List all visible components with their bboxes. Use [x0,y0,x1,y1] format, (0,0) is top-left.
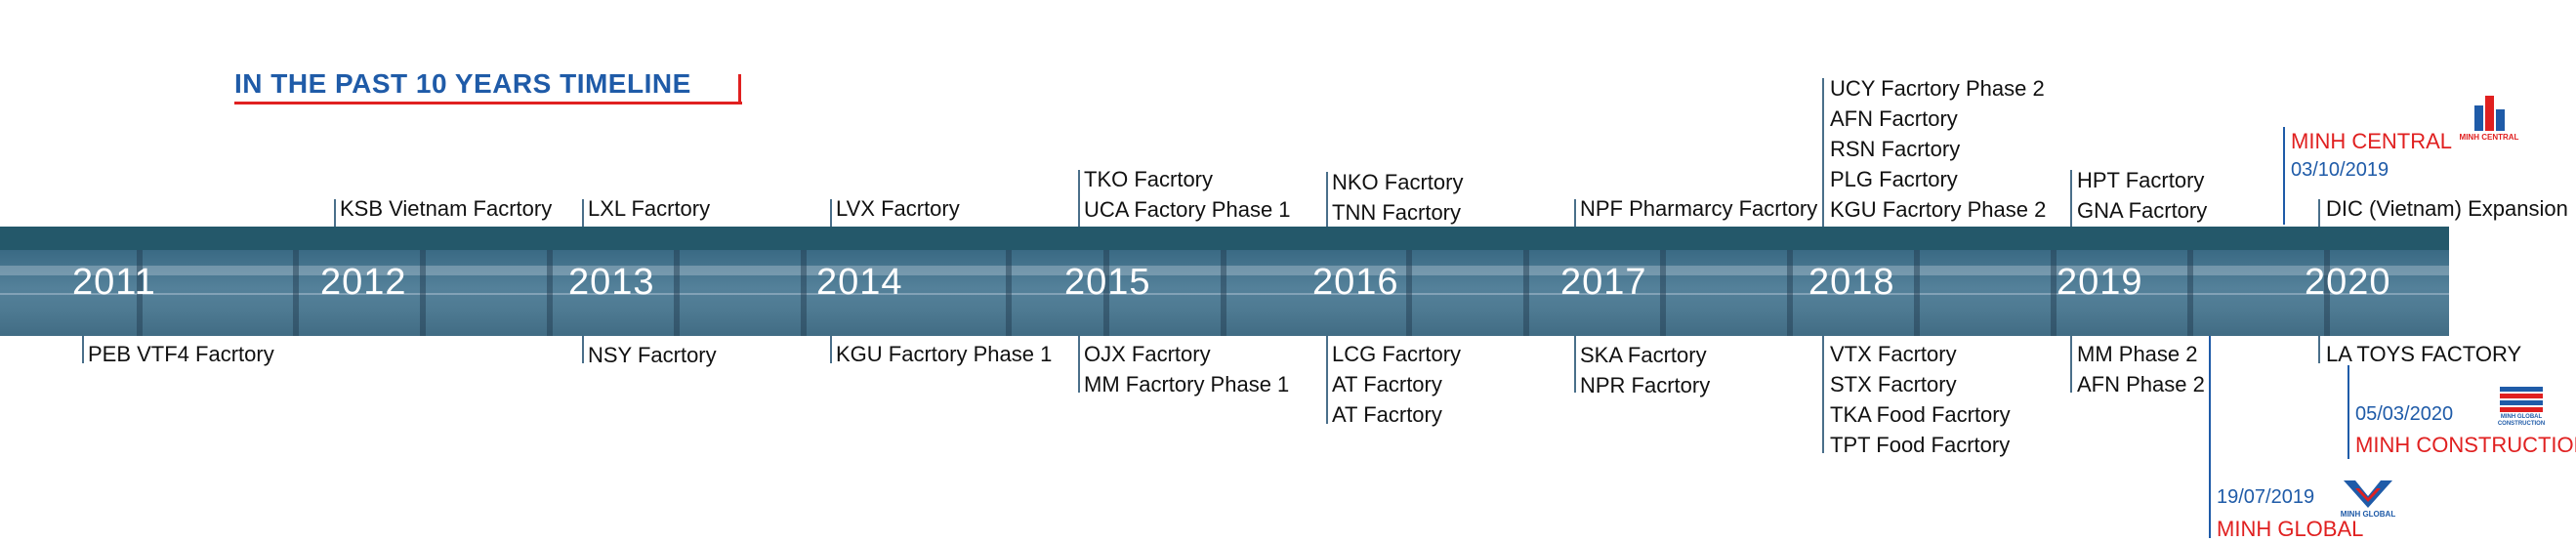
tick-above-2013 [582,199,584,227]
list-item: NSY Facrtory [588,343,717,367]
milestone-central-date: 03/10/2019 [2291,159,2389,181]
milestone-construction-date: 05/03/2020 [2355,403,2454,425]
list-item: LCG Facrtory [1332,342,1462,366]
list-item: KGU Facrtory Phase 2 [1830,197,2047,222]
items-below-2013: NSY Facrtory [588,340,717,370]
list-item: TPT Food Facrtory [1830,433,2011,457]
milestone-global-name: MINH GLOBAL [2217,517,2364,541]
list-item: NPR Facrtory [1580,373,1711,397]
list-item: STX Facrtory [1830,372,1957,396]
list-item: TNN Facrtory [1332,200,1461,225]
tick-below-2019 [2070,336,2072,393]
year-2015: 2015 [1064,262,1151,303]
items-below-2018: VTX Facrtory STX Facrtory TKA Food Facrt… [1830,339,2011,460]
list-item: SKA Facrtory [1580,343,1707,367]
timeline-title: IN THE PAST 10 YEARS TIMELINE [234,68,691,99]
list-item: GNA Facrtory [2077,198,2208,223]
year-2012: 2012 [320,262,407,303]
list-item: VTX Facrtory [1830,342,1957,366]
list-item: LXL Facrtory [588,196,711,221]
title-underline [234,102,742,104]
tick-above-2020 [2318,199,2320,227]
tick-above-2015 [1078,170,1080,227]
items-above-2014: LVX Facrtory [836,193,960,224]
list-item: AT Facrtory [1332,402,1442,427]
list-item: AFN Phase 2 [2077,372,2205,396]
tick-below-2014 [830,336,832,363]
year-2014: 2014 [816,262,903,303]
minh-construction-logo: MINH GLOBAL CONSTRUCTION [2492,379,2551,428]
tick-above-2016 [1326,172,1328,227]
timeline-band-top [0,227,2449,250]
milestone-construction-line [2347,365,2349,459]
list-item: DIC (Vietnam) Expansion [2326,196,2568,221]
list-item: AT Facrtory [1332,372,1442,396]
items-above-2012: KSB Vietnam Facrtory [340,193,552,224]
year-2019: 2019 [2057,262,2143,303]
items-above-2018: UCY Facrtory Phase 2 AFN Facrtory RSN Fa… [1830,73,2046,225]
tick-above-2012 [334,199,336,227]
items-below-2019: MM Phase 2 AFN Phase 2 [2077,339,2205,399]
items-above-2020: DIC (Vietnam) Expansion [2326,193,2568,224]
items-below-2017: SKA Facrtory NPR Facrtory [1580,340,1710,400]
list-item: RSN Facrtory [1830,137,1961,161]
list-item: TKO Facrtory [1084,167,1214,191]
year-2013: 2013 [568,262,655,303]
list-item: HPT Facrtory [2077,168,2205,192]
minh-global-logo: MINH GLOBAL [2334,475,2402,523]
items-below-2016: LCG Facrtory AT Facrtory AT Facrtory [1332,339,1461,430]
list-item: TKA Food Facrtory [1830,402,2011,427]
tick-above-2017 [1574,199,1576,227]
milestone-global-line [2209,336,2211,538]
tick-below-2011 [82,336,84,363]
minh-construction-logo-text: MINH GLOBAL CONSTRUCTION [2497,414,2546,427]
year-2016: 2016 [1312,262,1399,303]
items-below-2020: LA TOYS FACTORY [2326,339,2521,369]
list-item: NPF Pharmarcy Facrtory [1580,196,1818,221]
list-item: LA TOYS FACTORY [2326,342,2522,366]
minh-central-logo: MINH CENTRAL [2455,92,2523,146]
items-above-2013: LXL Facrtory [588,193,710,224]
year-2017: 2017 [1560,262,1647,303]
tick-below-2016 [1326,336,1328,424]
list-item: OJX Facrtory [1084,342,1211,366]
title-bar [738,74,741,104]
tick-above-2014 [830,199,832,227]
milestone-central-name: MINH CENTRAL [2291,129,2453,153]
items-above-2016: NKO Facrtory TNN Facrtory [1332,167,1463,228]
minh-central-logo-text: MINH CENTRAL [2459,133,2519,142]
items-below-2015: OJX Facrtory MM Facrtory Phase 1 [1084,339,1289,399]
items-below-2011: PEB VTF4 Facrtory [88,339,274,369]
milestone-central-line [2283,127,2285,225]
list-item: NKO Facrtory [1332,170,1464,194]
tick-above-2018 [1822,78,1824,227]
items-above-2015: TKO Facrtory UCA Factory Phase 1 [1084,164,1291,225]
list-item: AFN Facrtory [1830,106,1958,131]
tick-below-2017 [1574,336,1576,393]
tick-below-2015 [1078,336,1080,393]
milestone-construction-name: MINH CONSTRUCTION [2355,433,2576,457]
list-item: UCA Factory Phase 1 [1084,197,1291,222]
list-item: KSB Vietnam Facrtory [340,196,553,221]
minh-global-logo-text: MINH GLOBAL [2340,510,2396,519]
year-2020: 2020 [2305,262,2391,303]
tick-below-2020 [2318,336,2320,363]
tick-above-2019 [2070,170,2072,227]
items-above-2019: HPT Facrtory GNA Facrtory [2077,165,2207,226]
list-item: UCY Facrtory Phase 2 [1830,76,2045,101]
tick-below-2018 [1822,336,1824,453]
milestone-global-date: 19/07/2019 [2217,486,2315,508]
timeline-band [0,250,2449,336]
list-item: PEB VTF4 Facrtory [88,342,274,366]
items-below-2014: KGU Facrtory Phase 1 [836,339,1052,369]
tick-below-2013 [582,336,584,363]
year-2018: 2018 [1808,262,1895,303]
list-item: PLG Facrtory [1830,167,1958,191]
list-item: MM Facrtory Phase 1 [1084,372,1290,396]
items-above-2017: NPF Pharmarcy Facrtory [1580,193,1817,224]
list-item: LVX Facrtory [836,196,960,221]
list-item: MM Phase 2 [2077,342,2198,366]
list-item: KGU Facrtory Phase 1 [836,342,1053,366]
year-2011: 2011 [72,262,156,303]
